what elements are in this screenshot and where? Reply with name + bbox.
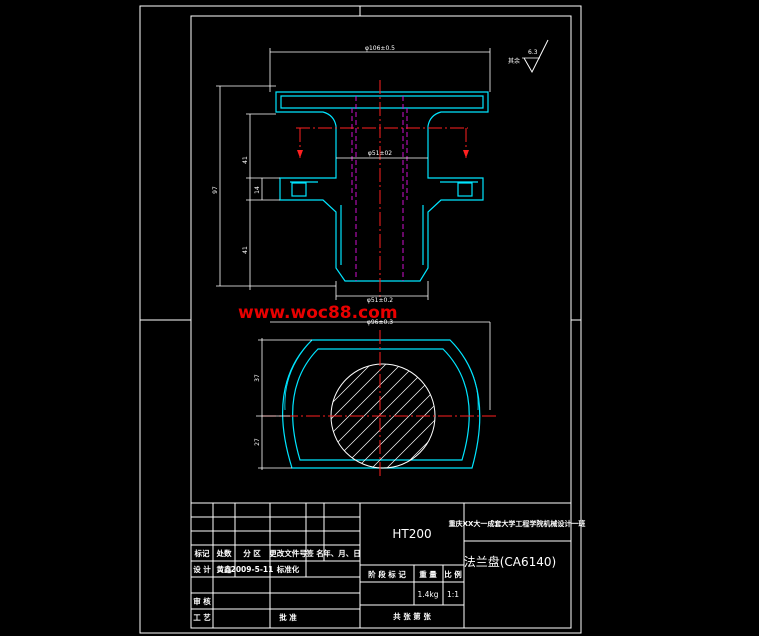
material-label: HT200 [392,527,431,541]
dim-height-total: 97 [212,186,219,194]
rev-header-doc: 更改文件号 [269,548,307,558]
approve-label: 批 准 [279,612,297,622]
section-hatch [331,364,435,468]
dim-flange-dia: φ96±0.3 [367,319,393,326]
rev-header-sign: 签 名 [305,548,324,558]
rev-header-count: 处数 [216,548,232,558]
rev-header-mark: 标记 [194,548,210,558]
plan-dimension-lines [256,338,312,470]
part-name: 法兰盘(CA6140) [464,554,557,569]
dim-bore: φ51±02 [368,150,392,157]
front-centerlines [296,80,468,300]
sheet-count: 共 张 第 张 [393,611,431,621]
review-label: 审 核 [193,596,211,606]
weight-header: 重 量 [419,569,437,579]
process-label: 工 艺 [193,612,211,622]
plan-view-hub [330,363,436,469]
dim-plan-upper: 37 [254,374,261,382]
school-name: 重庆XX大一成套大学工程学院机械设计一班 [449,519,586,528]
title-block-grid [190,502,572,629]
plan-view: 37 27 [254,330,496,478]
dim-shank-dia: φ51±0.2 [367,297,393,304]
design-label: 设 计 [193,564,211,574]
design-date: 2009-5-11 [231,565,274,574]
plan-centerlines [262,330,496,478]
scale-header: 比 例 [444,569,462,579]
watermark-text: www.woc88.com [238,303,398,323]
stage-header: 阶 段 标 记 [368,569,406,579]
section-arrows [297,150,469,158]
surface-finish-symbol: 其余 6.3 [508,39,549,74]
plan-view-outline [282,339,481,469]
front-section-view: φ106±0.5 φ51±02 φ51±0.2 φ96±0.3 97 41 14… [212,45,491,410]
front-view-outline [275,91,489,282]
bore-hidden-lines [351,96,408,281]
title-block: 标记 处数 分 区 更改文件号 签 名 年、月、日 设 计 黄鑫 2009-5-… [190,502,586,629]
designer-name: 黄鑫 [217,564,232,574]
dim-flange-thick: 14 [254,186,261,194]
front-dimension-lines [216,48,491,410]
surface-finish-value: 6.3 [528,49,538,56]
surface-finish-label: 其余 [508,57,520,65]
scale-value: 1:1 [447,590,459,599]
rev-header-zone: 分 区 [243,548,261,558]
dim-plan-lower: 27 [254,438,261,446]
dim-height-lower: 41 [242,246,249,254]
rev-header-date: 年、月、日 [323,548,361,558]
dim-top-width: φ106±0.5 [365,45,395,52]
standard-label: 标准化 [276,564,300,574]
dim-height-upper: 41 [242,156,249,164]
weight-value: 1.4kg [417,590,438,599]
